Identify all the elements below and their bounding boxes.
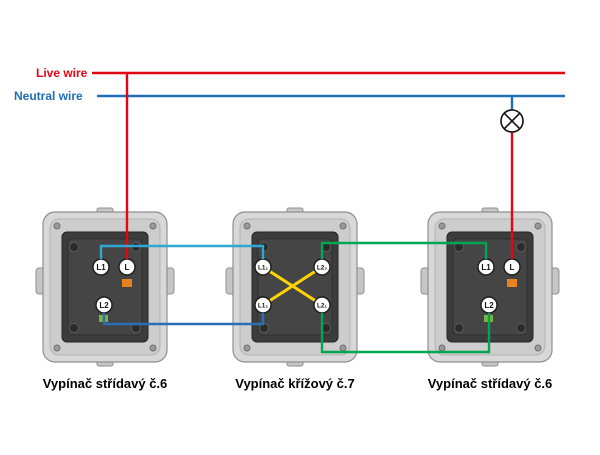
terminal-l1-1-label: L1₁ [258, 264, 268, 271]
lamp-cross-line [503, 112, 521, 130]
switch-1: L1 L L2 [35, 207, 175, 367]
switch-2-caption: Vypínač křížový č.7 [235, 376, 354, 391]
mechanism-screw-icon [516, 323, 526, 333]
mechanism-screw-icon [69, 323, 79, 333]
terminal-opening-orange [122, 279, 132, 287]
terminal-l2-label: L2 [99, 301, 109, 310]
cross-jumper-wire-2 [261, 265, 324, 307]
terminal-l2-2-label: L2₂ [317, 264, 327, 271]
screw-icon [53, 344, 61, 352]
wire-traveler-4 [320, 313, 491, 354]
wire-traveler-2 [102, 313, 265, 326]
mechanism-screw-icon [454, 323, 464, 333]
screw-icon [534, 222, 542, 230]
switch-3-caption: Vypínač střídavý č.6 [428, 376, 553, 391]
terminal-l1-2-label: L1₂ [258, 302, 268, 309]
terminal-opening-orange [507, 279, 517, 287]
lamp-icon [500, 109, 524, 133]
screw-icon [339, 344, 347, 352]
mechanism-screw-icon [516, 242, 526, 252]
terminal-l1-label: L1 [96, 263, 106, 272]
terminal-l-label: L [510, 263, 515, 272]
screw-icon [438, 222, 446, 230]
wire-traveler-1 [99, 244, 265, 259]
terminal-l2-1-label: L2₁ [317, 302, 327, 309]
screw-icon [243, 222, 251, 230]
switch-1-caption: Vypínač střídavý č.6 [43, 376, 168, 391]
neutral-wire-label: Neutral wire [14, 89, 83, 103]
screw-icon [243, 344, 251, 352]
terminal-l1-label: L1 [481, 263, 491, 272]
terminal-l-label: L [125, 263, 130, 272]
screw-icon [339, 222, 347, 230]
wire-traveler-3 [320, 241, 488, 259]
screw-icon [53, 222, 61, 230]
screw-icon [149, 344, 157, 352]
screw-icon [149, 222, 157, 230]
live-wire-label: Live wire [36, 66, 88, 80]
terminal-l2-label: L2 [484, 301, 494, 310]
screw-icon [534, 344, 542, 352]
mechanism-screw-icon [69, 242, 79, 252]
screw-icon [438, 344, 446, 352]
switch-2: L1₁ L2₂ L1₂ L2₁ [225, 207, 365, 367]
wiring [92, 71, 565, 354]
